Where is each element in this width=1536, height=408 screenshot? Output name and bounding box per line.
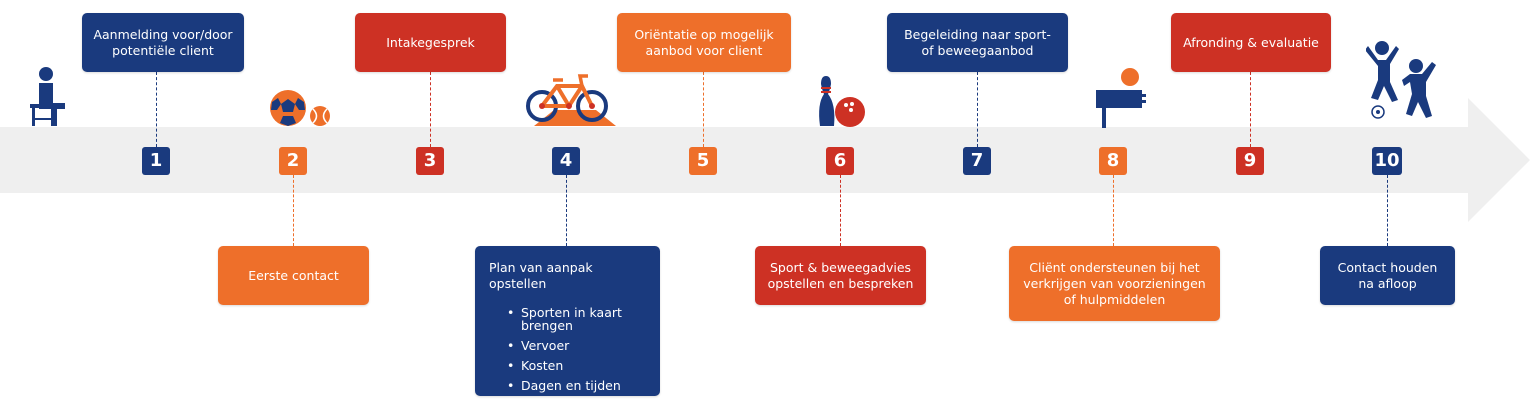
connector-3 <box>430 72 431 147</box>
connector-5 <box>703 72 704 147</box>
step-3-number: 3 <box>416 147 444 175</box>
step-3-box: Intakegesprek <box>355 13 506 72</box>
step-7-box: Begeleiding naar sport- of beweegaanbod <box>887 13 1068 72</box>
bowling-icon <box>819 76 865 127</box>
step-2-number: 2 <box>279 147 307 175</box>
step-10-box: Contact houden na afloop <box>1320 246 1455 305</box>
step-4-bullet-list: Sporten in kaart brengen Vervoer Kosten … <box>489 306 622 399</box>
step-1-number: 1 <box>142 147 170 175</box>
step-5-label: Oriëntatie op mogelijk aanbod voor clien… <box>634 26 774 58</box>
connector-10 <box>1387 175 1388 246</box>
step-4-label: Plan van aanpak opstellen <box>489 260 593 291</box>
step-4-bullet: Sporten in kaart brengen <box>507 306 622 332</box>
step-2-box: Eerste contact <box>218 246 369 305</box>
step-4-number: 4 <box>552 147 580 175</box>
step-8-label: Cliënt ondersteunen bij het verkrijgen v… <box>1023 259 1206 307</box>
step-6-number: 6 <box>826 147 854 175</box>
step-5-number: 5 <box>689 147 717 175</box>
people-playing-football-icon <box>1366 41 1436 119</box>
step-4-bullet: Dagen en tijden <box>507 379 622 392</box>
connector-4 <box>566 175 567 246</box>
connector-9 <box>1250 72 1251 147</box>
connector-6 <box>840 175 841 246</box>
connector-7 <box>977 72 978 147</box>
step-9-box: Afronding & evaluatie <box>1171 13 1331 72</box>
step-5-box: Oriëntatie op mogelijk aanbod voor clien… <box>617 13 791 72</box>
step-4-box: Plan van aanpak opstellen Sporten in kaa… <box>475 246 660 396</box>
step-4-bullet: Kosten <box>507 359 622 372</box>
balls-icon <box>270 90 330 126</box>
step-3-label: Intakegesprek <box>386 34 475 50</box>
step-2-label: Eerste contact <box>248 267 339 283</box>
step-7-number: 7 <box>963 147 991 175</box>
person-at-desk-icon <box>1096 68 1146 128</box>
step-9-number: 9 <box>1236 147 1264 175</box>
step-4-bullet: Vervoer <box>507 339 622 352</box>
step-6-box: Sport & beweegadvies opstellen en bespre… <box>755 246 926 305</box>
step-1-label: Aanmelding voor/door potentiële client <box>93 26 233 58</box>
step-10-number: 10 <box>1372 147 1402 175</box>
person-sitting-on-stool-icon <box>30 67 65 126</box>
step-8-box: Cliënt ondersteunen bij het verkrijgen v… <box>1009 246 1220 321</box>
connector-2 <box>293 175 294 246</box>
step-8-number: 8 <box>1099 147 1127 175</box>
step-10-label: Contact houden na afloop <box>1337 259 1438 291</box>
connector-1 <box>156 72 157 147</box>
step-9-label: Afronding & evaluatie <box>1183 34 1319 50</box>
bicycle-icon <box>526 74 616 126</box>
step-1-box: Aanmelding voor/door potentiële client <box>82 13 244 72</box>
step-7-label: Begeleiding naar sport- of beweegaanbod <box>904 26 1051 58</box>
connector-8 <box>1113 175 1114 246</box>
step-6-label: Sport & beweegadvies opstellen en bespre… <box>767 259 914 291</box>
